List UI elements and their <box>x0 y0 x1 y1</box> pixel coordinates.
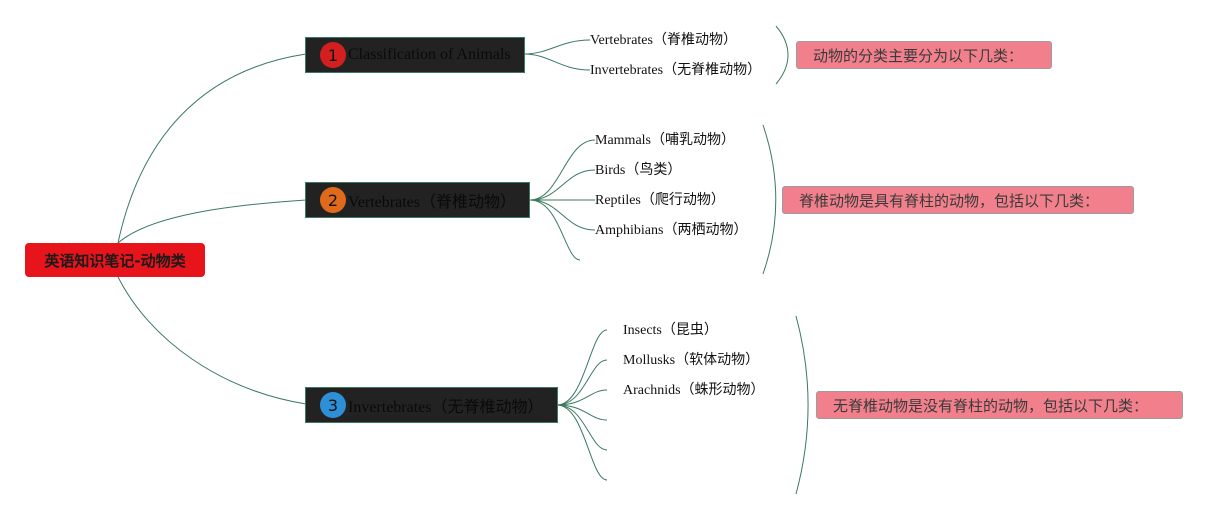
branch-invertebrates[interactable]: 3 Invertebrates（无脊椎动物） <box>305 387 558 423</box>
leaf-mollusks[interactable]: Mollusks（软体动物） <box>623 353 760 368</box>
leaf-mammals[interactable]: Mammals（哺乳动物） <box>595 133 735 148</box>
leaf-arachnids[interactable]: Arachnids（蛛形动物） <box>623 383 765 398</box>
branch-title: Vertebrates（脊椎动物） <box>348 194 516 211</box>
summary-note-classification[interactable]: 动物的分类主要分为以下几类： <box>796 41 1052 69</box>
leaf-invertebrates[interactable]: Invertebrates（无脊椎动物） <box>590 63 762 78</box>
branch-title: Classification of Animals <box>348 46 511 63</box>
summary-note-vertebrates[interactable]: 脊椎动物是具有脊柱的动物，包括以下几类： <box>782 186 1134 214</box>
number-badge-1: 1 <box>320 42 346 68</box>
branch-title: Invertebrates（无脊椎动物） <box>348 399 544 416</box>
leaf-birds[interactable]: Birds（鸟类） <box>595 163 682 178</box>
root-topic[interactable]: 英语知识笔记-动物类 <box>25 243 205 277</box>
summary-note-invertebrates[interactable]: 无脊椎动物是没有脊柱的动物，包括以下几类： <box>816 391 1183 419</box>
number-badge-3: 3 <box>320 392 346 418</box>
leaf-reptiles[interactable]: Reptiles（爬行动物） <box>595 193 725 208</box>
number-badge-2: 2 <box>320 187 346 213</box>
leaf-vertebrates[interactable]: Vertebrates（脊椎动物） <box>590 33 737 48</box>
leaf-amphibians[interactable]: Amphibians（两栖动物） <box>595 223 748 238</box>
leaf-insects[interactable]: Insects（昆虫） <box>623 323 718 338</box>
branch-classification[interactable]: 1 Classification of Animals <box>305 37 525 73</box>
branch-vertebrates[interactable]: 2 Vertebrates（脊椎动物） <box>305 182 530 218</box>
